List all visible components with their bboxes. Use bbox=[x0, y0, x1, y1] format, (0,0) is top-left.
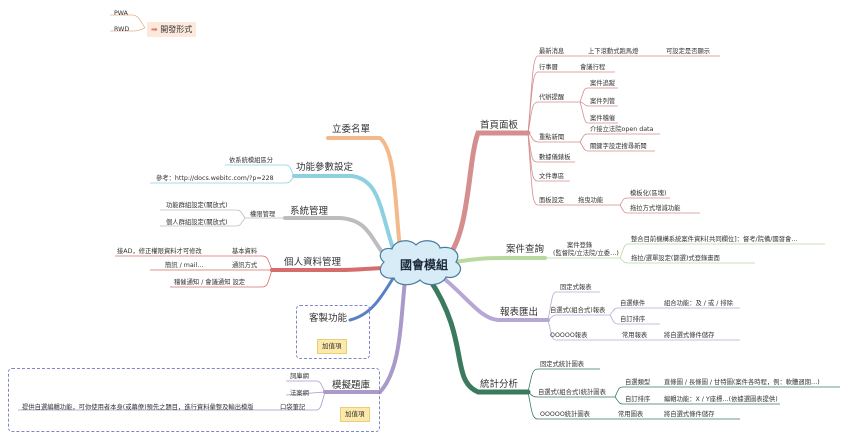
home-todo-item-3: 案件稽催 bbox=[590, 115, 616, 122]
personal-notify[interactable]: 稽催通知 / 會議通知 設定 bbox=[174, 279, 246, 286]
home-panel-item-2: 拖拉方式增減功能 bbox=[630, 205, 681, 212]
case-register-detail-2: 拖拉/選單設定(篩選)式登錄畫面 bbox=[631, 255, 720, 262]
personal-contact-detail: 簡訊 / mail… bbox=[165, 262, 204, 269]
report-ooo-save: 將自選式條件儲存 bbox=[664, 332, 715, 339]
home-todo-item-1: 案件追蹤 bbox=[590, 80, 616, 87]
template-item-2: 法案網 bbox=[290, 390, 309, 397]
branch-case[interactable]: 案件查詢 bbox=[506, 244, 545, 255]
report-custom[interactable]: 自選式(組合式)報表 bbox=[550, 307, 606, 314]
params-detail-2: 參考：http://docs.webitc.com/?p=228 bbox=[156, 175, 274, 182]
home-docs[interactable]: 文件專區 bbox=[539, 173, 565, 180]
branch-line-report bbox=[438, 273, 550, 322]
home-news[interactable]: 最新消息 bbox=[539, 48, 565, 55]
branch-template[interactable]: 模擬題庫 bbox=[332, 380, 371, 391]
branch-line-stats bbox=[427, 277, 531, 395]
report-custom-sort: 自訂排序 bbox=[620, 316, 646, 323]
home-focus[interactable]: 重點新聞 bbox=[539, 134, 565, 141]
branch-line-params bbox=[292, 174, 397, 257]
home-todo[interactable]: 代辦提醒 bbox=[539, 94, 565, 101]
home-panel-item-1: 模板化(區塊) bbox=[630, 190, 667, 197]
system-perm[interactable]: 權限管理 bbox=[250, 211, 276, 218]
template-draft-detail: 提供自選編輯功能，可你使用者本身(或幕僚)預先之題目，進行資料彙整及輸出模版 bbox=[22, 404, 254, 411]
report-ooo[interactable]: OOOOO報表 bbox=[550, 332, 588, 339]
stats-fixed[interactable]: 固定式統計圖表 bbox=[540, 361, 585, 368]
branch-report[interactable]: 報表匯出 bbox=[500, 307, 539, 318]
report-ooo-common: 常用報表 bbox=[622, 332, 648, 339]
home-calendar[interactable]: 行事曆 bbox=[539, 64, 558, 71]
stats-custom[interactable]: 自選式(組合式)統計圖表 bbox=[538, 389, 606, 396]
dev-arrow-icon: ➡ bbox=[151, 25, 161, 34]
dev-form-topic[interactable]: ➡ 開發形式 bbox=[147, 22, 197, 37]
case-register[interactable]: 案件登錄 bbox=[567, 242, 593, 249]
params-detail-1: 依系統模組區分 bbox=[229, 157, 274, 164]
home-focus-item-1: 介接立法院open data bbox=[590, 126, 654, 133]
stats-ooo[interactable]: OOOOO統計圖表 bbox=[540, 411, 590, 418]
center-topic[interactable]: 國會模組 bbox=[399, 257, 448, 272]
home-todo-item-2: 案件列管 bbox=[590, 98, 616, 105]
template-note: 加值項 bbox=[340, 407, 370, 422]
branch-line-home bbox=[445, 130, 531, 260]
home-freq[interactable]: 數據儀錶板 bbox=[539, 154, 571, 161]
dev-item-rwd: RWD bbox=[114, 26, 130, 33]
center-cloud bbox=[379, 240, 461, 286]
case-register-sub: (監督院/立法院/立委…) bbox=[553, 250, 619, 257]
personal-contact[interactable]: 通訊方式 bbox=[232, 262, 258, 269]
branch-stats[interactable]: 統計分析 bbox=[480, 379, 519, 390]
branch-custom[interactable]: 客製功能 bbox=[309, 313, 348, 324]
stats-ooo-save: 將自選式條件儲存 bbox=[664, 411, 715, 418]
dev-item-pwa: PWA bbox=[114, 10, 128, 17]
template-draft[interactable]: 口袋筆記 bbox=[280, 404, 306, 411]
home-panel[interactable]: 面板設定 bbox=[539, 197, 565, 204]
custom-note: 加值項 bbox=[317, 339, 347, 354]
stats-custom-sort: 自訂排序 bbox=[625, 396, 651, 403]
home-news-detail-1: 上下滾動式跑馬燈 bbox=[588, 48, 639, 55]
branch-personal[interactable]: 個人資料管理 bbox=[284, 257, 342, 268]
stats-ooo-common: 常用圖表 bbox=[618, 411, 644, 418]
home-news-detail-2: 可設定是否顯示 bbox=[666, 48, 711, 55]
home-focus-item-2: 關鍵字設定搜尋新聞 bbox=[590, 143, 647, 150]
branch-legislator[interactable]: 立委名單 bbox=[332, 124, 371, 135]
branch-system[interactable]: 系統管理 bbox=[290, 206, 329, 217]
home-calendar-detail: 會議行程 bbox=[580, 64, 606, 71]
dev-form-label: 開發形式 bbox=[160, 25, 193, 34]
stats-custom-sort-detail: 編輯功能：X / Y座標…(依據選圖表提供) bbox=[664, 396, 778, 403]
home-panel-detail: 拖曳功能 bbox=[578, 197, 604, 204]
system-perm-item-2: 個人群組設定(關放式) bbox=[166, 219, 228, 226]
case-register-detail-1: 整合目前機構系統案件資料[共同欄位]：督考/院備/國發會… bbox=[631, 236, 798, 243]
report-custom-cond-detail: 組合功能：及 / 或 / 排除 bbox=[664, 300, 733, 307]
branch-line-system bbox=[283, 216, 392, 264]
branch-line-custom bbox=[348, 273, 397, 322]
branch-line-legislator bbox=[326, 136, 402, 252]
personal-basic-detail: 接AD，修正權限資料才可修改 bbox=[117, 248, 202, 255]
personal-basic[interactable]: 基本資料 bbox=[232, 248, 258, 255]
branch-line-case bbox=[453, 256, 547, 264]
report-custom-cond: 自選條件 bbox=[620, 300, 646, 307]
branch-line-template bbox=[323, 278, 407, 394]
report-fixed[interactable]: 固定式報表 bbox=[560, 284, 592, 291]
template-item-1: 詞庫網 bbox=[290, 373, 309, 380]
stats-custom-type-detail: 直條圖 / 長條圖 / 甘特圖(案件各時程，例：軟體週期…) bbox=[664, 379, 820, 386]
custom-boundary bbox=[296, 305, 370, 359]
branch-params[interactable]: 功能參數設定 bbox=[296, 162, 354, 173]
branch-home[interactable]: 首頁面板 bbox=[480, 120, 519, 131]
system-perm-item-1: 功能群組設定(關放式) bbox=[166, 202, 228, 209]
stats-custom-type: 自選類型 bbox=[625, 379, 651, 386]
template-boundary bbox=[8, 368, 380, 432]
